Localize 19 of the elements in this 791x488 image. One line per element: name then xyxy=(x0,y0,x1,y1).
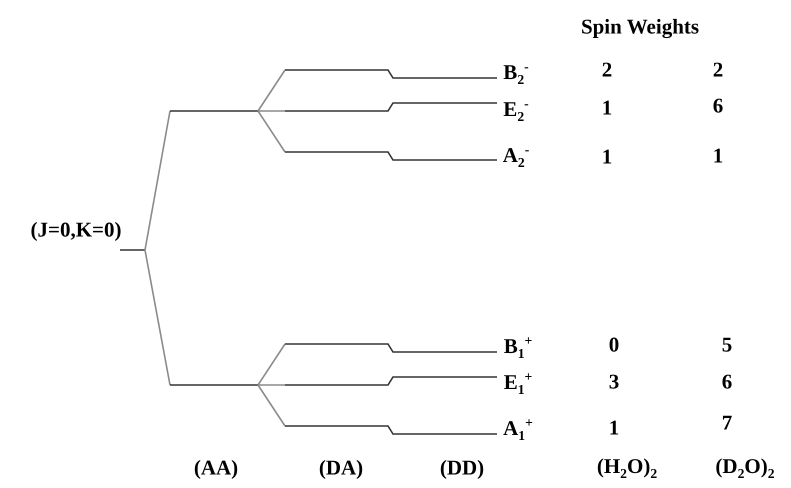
weight-value: 1 xyxy=(602,96,612,120)
weight-value: 0 xyxy=(608,333,620,357)
weight-value: 1 xyxy=(608,416,620,440)
stage-label: (DD) xyxy=(440,456,484,480)
weight-value: 3 xyxy=(608,370,620,394)
weight-value: 1 xyxy=(712,144,724,168)
column-heading: Spin Weights xyxy=(580,15,700,39)
weight-value: 6 xyxy=(712,94,724,118)
weight-value: 7 xyxy=(722,411,732,435)
stage-label: (DA) xyxy=(318,456,364,480)
species-label: (D$_{2}$O)$_{2}$ xyxy=(715,454,775,482)
weight-value: 5 xyxy=(722,333,732,357)
weight-value: 1 xyxy=(602,145,612,169)
species-label: (H$_{2}$O)$_{2}$ xyxy=(596,454,658,482)
weight-value: 6 xyxy=(722,370,732,394)
weight-value: 2 xyxy=(712,58,724,82)
state-label: (J=0,K=0) xyxy=(30,218,122,242)
weight-value: 2 xyxy=(602,58,612,82)
stage-label: (AA) xyxy=(194,456,238,480)
